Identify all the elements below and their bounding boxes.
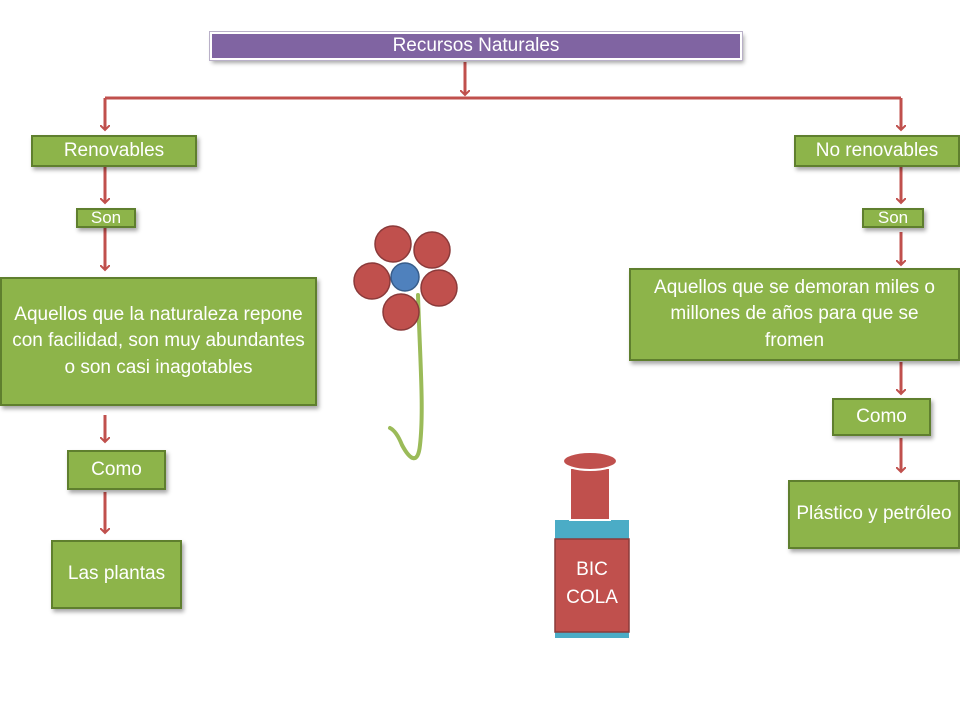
las-plantas-box: Las plantas — [51, 540, 182, 609]
flower-center — [390, 262, 420, 292]
flower-petal — [420, 269, 458, 307]
bottle-label-line1: BIC — [576, 559, 608, 580]
bottle-label-area — [554, 538, 630, 633]
no-renovables-label: No renovables — [815, 139, 939, 161]
left-como-label: Como — [91, 458, 142, 480]
plastico-petroleo-label: Plástico y petróleo — [796, 503, 952, 525]
right-como-label: Como — [856, 405, 907, 427]
title-box: Recursos Naturales — [209, 31, 743, 61]
renovables-label: Renovables — [63, 139, 165, 161]
las-plantas-label: Las plantas — [67, 563, 166, 585]
left-son-box: Son — [76, 208, 136, 228]
bottle-label-line2: COLA — [566, 586, 618, 608]
flower-illustration — [353, 225, 458, 461]
flower-petal — [374, 225, 412, 263]
renovables-description: Aquellos que la naturaleza repone con fa… — [12, 303, 305, 378]
flower-stem — [388, 293, 424, 461]
renovables-description-box: Aquellos que la naturaleza repone con fa… — [0, 277, 317, 406]
bottle-neck — [569, 467, 611, 521]
bottle-cap — [562, 451, 618, 471]
plastico-petroleo-box: Plástico y petróleo — [788, 480, 960, 549]
title-text: Recursos Naturales — [392, 34, 560, 56]
left-como-box: Como — [67, 450, 166, 490]
flower-petal — [413, 231, 451, 269]
left-son-label: Son — [90, 208, 122, 228]
right-son-label: Son — [877, 208, 909, 228]
flower-petal — [382, 293, 420, 331]
bottle-label: BIC COLA — [555, 556, 629, 611]
no-renovables-description: Aquellos que se demoran miles o millones… — [654, 276, 935, 351]
right-son-box: Son — [862, 208, 924, 228]
bottle-illustration — [554, 451, 630, 638]
flower-petal — [353, 262, 391, 300]
renovables-box: Renovables — [31, 135, 197, 167]
no-renovables-description-box: Aquellos que se demoran miles o millones… — [629, 268, 960, 361]
no-renovables-box: No renovables — [794, 135, 960, 167]
right-como-box: Como — [832, 398, 931, 436]
